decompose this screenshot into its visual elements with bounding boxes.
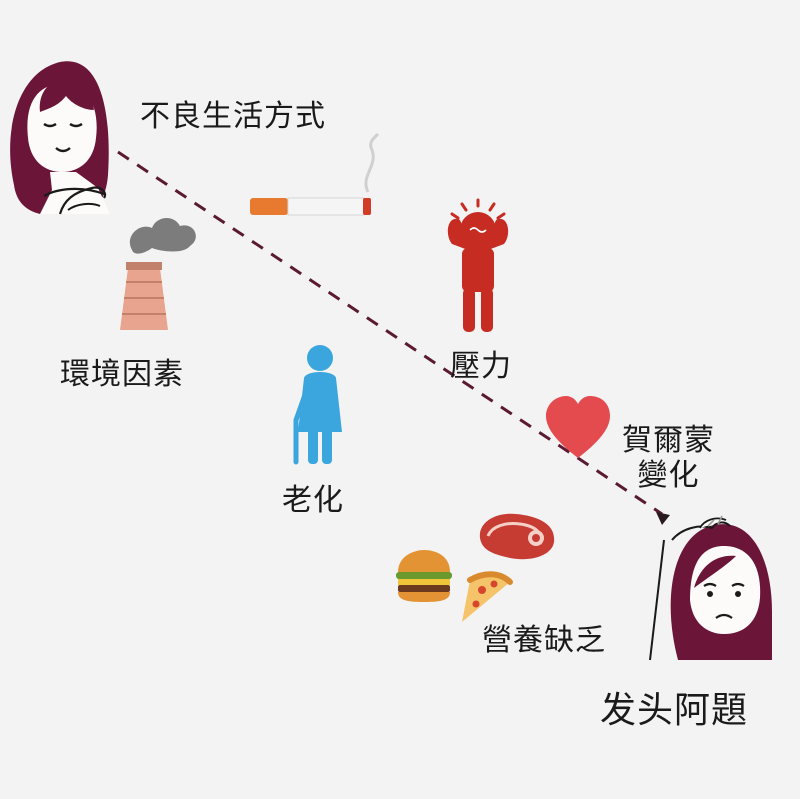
label-nutrition: 營養缺乏 [482,623,606,658]
cigarette-icon [250,132,380,216]
label-hormone-line2: 變化 [637,457,700,493]
label-hormone: 賀爾蒙 變化 [622,423,715,493]
arrow-head-icon [656,512,670,525]
label-environment: 環境因素 [60,357,184,392]
label-stress: 壓力 [450,349,512,384]
dashed-connector-line [117,150,663,516]
label-hormone-line1: 賀爾蒙 [622,423,715,458]
label-hair-problem: 发头阿題 [600,690,749,731]
burger-icon [396,550,452,602]
label-lifestyle: 不良生活方式 [140,99,326,134]
factory-smoke-icon [120,217,196,330]
calm-woman-icon [10,61,110,215]
steak-icon [479,513,555,560]
worried-woman-icon [649,515,772,661]
label-aging: 老化 [282,483,344,518]
heart-icon [546,396,610,458]
elderly-woman-icon [293,345,342,465]
pizza-slice-icon [462,571,513,622]
stressed-person-icon [447,198,509,332]
